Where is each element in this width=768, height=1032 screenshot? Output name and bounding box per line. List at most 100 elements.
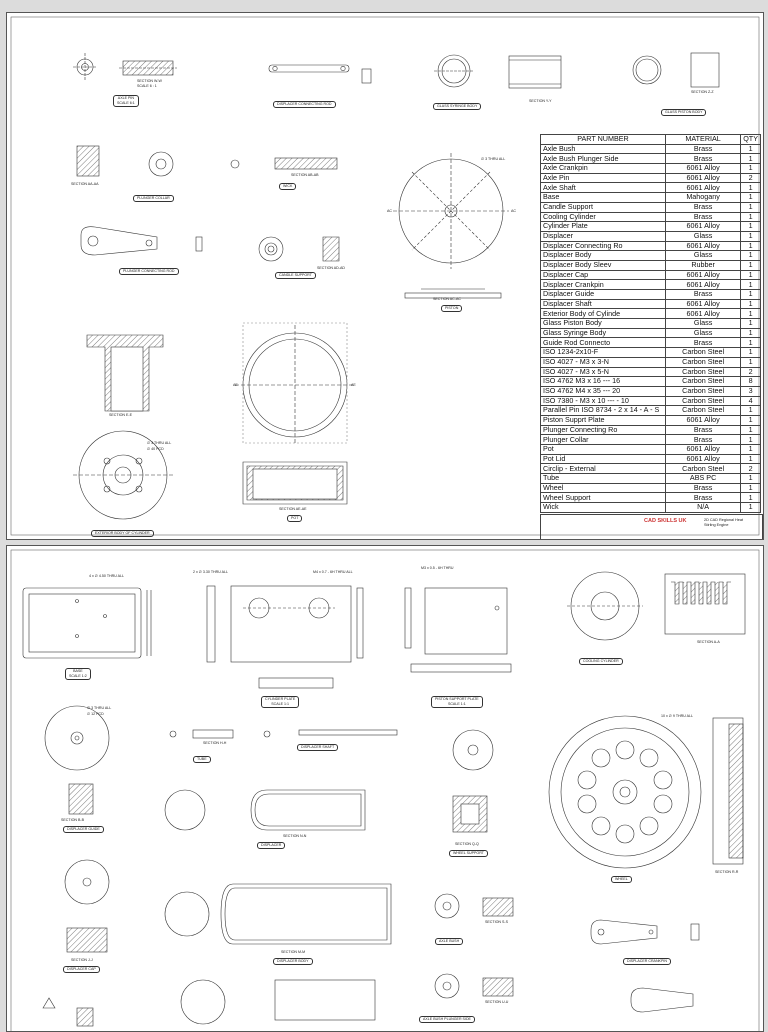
bom-qty-cell: 1 [740, 289, 761, 300]
cylinder-plate-view [393, 153, 509, 299]
bom-qty-cell: 1 [740, 269, 761, 281]
section-z-z-label: SECTION Z-Z [691, 90, 714, 94]
bom-material-cell: 6061 Alloy [664, 308, 742, 320]
section-b-b-label: SECTION B-B [61, 818, 84, 822]
bom-qty-cell: 1 [740, 211, 761, 223]
bom-part-cell: Cooling Cylinder [540, 211, 666, 223]
bom-part-cell: Guide Rod Connecto [540, 337, 666, 349]
bom-part-cell: Displacer Connecting Ro [540, 240, 666, 252]
bom-material-cell: Carbon Steel [664, 366, 742, 378]
axle-bush-plunger-side-view [434, 973, 514, 999]
glass-piston-body-view [632, 52, 720, 88]
bom-material-cell: ABS PC [664, 473, 742, 484]
bom-material-cell: Brass [664, 289, 742, 300]
bom-material-cell: Glass [664, 230, 742, 242]
wheel-holes-note: 10 x ∅ 9 THRU ALL [661, 714, 694, 718]
bom-qty-cell: 1 [740, 308, 761, 320]
bom-part-cell: Candle Support [540, 201, 666, 213]
section-h-h-label: SECTION H-H [203, 741, 227, 745]
section-e-e-label: SECTION E-E [109, 413, 132, 417]
bom-qty-cell: 1 [740, 414, 761, 426]
candle-support-view [258, 236, 340, 262]
bom-qty-cell: 1 [740, 201, 761, 213]
displacer-label: DISPLACER [257, 842, 286, 849]
axle-bush-plunger-side-label: AXLE BUSH PLUNGER SIDE [419, 1016, 475, 1023]
bom-material-cell: 6061 Alloy [664, 298, 742, 310]
wheel-view [548, 715, 744, 869]
section-e-e-view [86, 334, 164, 412]
plunger-collar-label: PLUNGER COLLAR [133, 195, 174, 202]
bom-qty-cell: 8 [740, 376, 761, 387]
section-q-q-label: SECTION Q-Q [455, 842, 479, 846]
bom-part-cell: Displacer Cap [540, 269, 666, 281]
ac-right-marker: AC [511, 209, 516, 213]
section-aa-aa-label: SECTION AA-AA [71, 182, 99, 186]
displacer-cap-view [64, 859, 110, 953]
displacer-guide-view [44, 705, 110, 815]
bom-material-cell: 6061 Alloy [664, 269, 742, 281]
section-r-r-label: SECTION R-R [715, 870, 739, 874]
bom-material-cell: 6061 Alloy [664, 240, 742, 252]
bom-part-cell: Circlip - External [540, 463, 666, 475]
bom-part-cell: Axle Shaft [540, 182, 666, 194]
bom-part-cell: Axle Pin [540, 172, 666, 184]
bom-material-cell: Glass [664, 327, 742, 339]
bom-qty-cell: 1 [740, 230, 761, 242]
bom-part-cell: Cylinder Plate [540, 221, 666, 232]
bom-part-cell: ISO 4027 - M3 x 5-N [540, 366, 666, 378]
ae-left-marker: AE [233, 383, 238, 387]
bom-part-cell: Axle Bush Plunger Side [540, 153, 666, 165]
bom-material-cell: Brass [664, 424, 742, 436]
bom-part-cell: ISO 4027 - M3 x 3-N [540, 356, 666, 368]
sheet-2-graphics [10, 549, 760, 1031]
displacer-cap-label: DISPLACER CAP [63, 966, 100, 973]
section-j-j-label: SECTION J-J [71, 958, 93, 962]
bom-part-cell: Wheel [540, 482, 666, 494]
bom-part-cell: Glass Piston Body [540, 318, 666, 329]
bom-material-cell: 6061 Alloy [664, 279, 742, 290]
bom-qty-cell: 1 [740, 502, 761, 513]
bom-qty-cell: 4 [740, 395, 761, 407]
sheet-1-graphics [10, 16, 760, 536]
axle-bush-view [434, 893, 514, 919]
pot-section-view [242, 461, 348, 505]
bom-qty-cell: 1 [740, 444, 761, 455]
cylinder-plate-thru-note: 2 x ∅ 3.30 THRU ALL [193, 570, 229, 574]
bom-material-cell: Rubber [664, 259, 742, 271]
bom-qty-cell: 1 [740, 153, 761, 165]
bom-header-row: PART NUMBER MATERIAL QTY [540, 134, 761, 145]
guide-thru-note: ∅ 3 THRU ALL [87, 706, 112, 710]
exterior-body-view [73, 430, 173, 520]
bom-qty-cell: 3 [740, 385, 761, 397]
bom-qty-cell: 1 [740, 259, 761, 271]
bom-qty-cell: 1 [740, 182, 761, 194]
displacer-body-view [164, 883, 392, 945]
bom-part-cell: Glass Syringe Body [540, 327, 666, 339]
bom-material-cell: Brass [664, 211, 742, 223]
glass-piston-body-label: GLASS PISTON BODY [661, 109, 707, 116]
bom-part-cell: Exterior Body of Cylinde [540, 308, 666, 320]
bom-qty-cell: 1 [740, 356, 761, 368]
exterior-thru-note: ∅ 3 THRU ALL [147, 441, 172, 445]
bom-qty-cell: 1 [740, 482, 761, 494]
